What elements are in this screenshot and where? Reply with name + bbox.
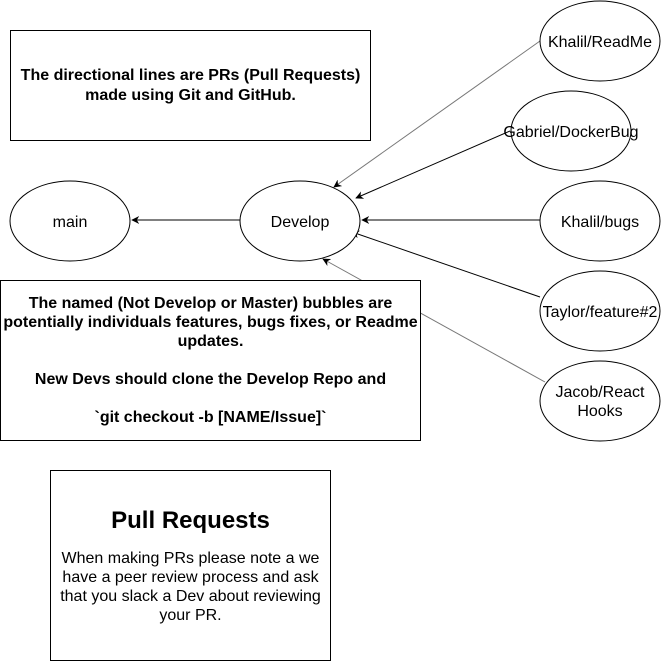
node-taylor-feature: Taylor/feature#2 [539, 270, 661, 352]
node-khalil-bugs: Khalil/bugs [539, 180, 661, 262]
edge-gabriel-dockerbug-to-develop [355, 130, 511, 199]
node-develop-label: Develop [271, 214, 330, 231]
pull-requests-body: When making PRs please note a we have a … [60, 549, 321, 624]
node-khalil-readme: Khalil/ReadMe [539, 0, 661, 82]
node-main: main [9, 180, 131, 262]
edge-khalil-readme-to-develop [333, 40, 541, 188]
info-box-bubble-explanation: The named (Not Develop or Master) bubble… [0, 280, 421, 441]
edge-jacob-react-to-develop [322, 258, 546, 383]
edge-taylor-feature-to-develop [351, 230, 541, 298]
node-jacob-react-label-line1: Jacob/React [556, 384, 645, 401]
node-khalil-readme-label: Khalil/ReadMe [548, 34, 652, 51]
node-jacob-react: Jacob/React Hooks [539, 360, 661, 442]
info-box-pr-explanation-text: The directional lines are PRs (Pull Requ… [20, 66, 361, 104]
node-gabriel-dockerbug-label: Gabriel/DockerBug [503, 124, 638, 141]
node-khalil-bugs-label: Khalil/bugs [561, 214, 639, 231]
pull-requests-box: Pull Requests When making PRs please not… [50, 470, 331, 661]
node-jacob-react-label-line2: Hooks [577, 403, 622, 420]
node-develop: Develop [239, 180, 361, 262]
info-box-pr-explanation: The directional lines are PRs (Pull Requ… [10, 30, 371, 141]
info-box-clone-instruction: New Devs should clone the Develop Repo a… [34, 371, 387, 388]
info-box-bubble-text: The named (Not Develop or Master) bubble… [3, 295, 418, 350]
node-taylor-feature-label: Taylor/feature#2 [543, 304, 658, 321]
node-gabriel-dockerbug: Gabriel/DockerBug [503, 90, 639, 172]
node-main-label: main [53, 214, 88, 231]
info-box-checkout-command: `git checkout -b [NAME/Issue]` [94, 409, 327, 426]
pull-requests-title: Pull Requests [111, 506, 270, 534]
